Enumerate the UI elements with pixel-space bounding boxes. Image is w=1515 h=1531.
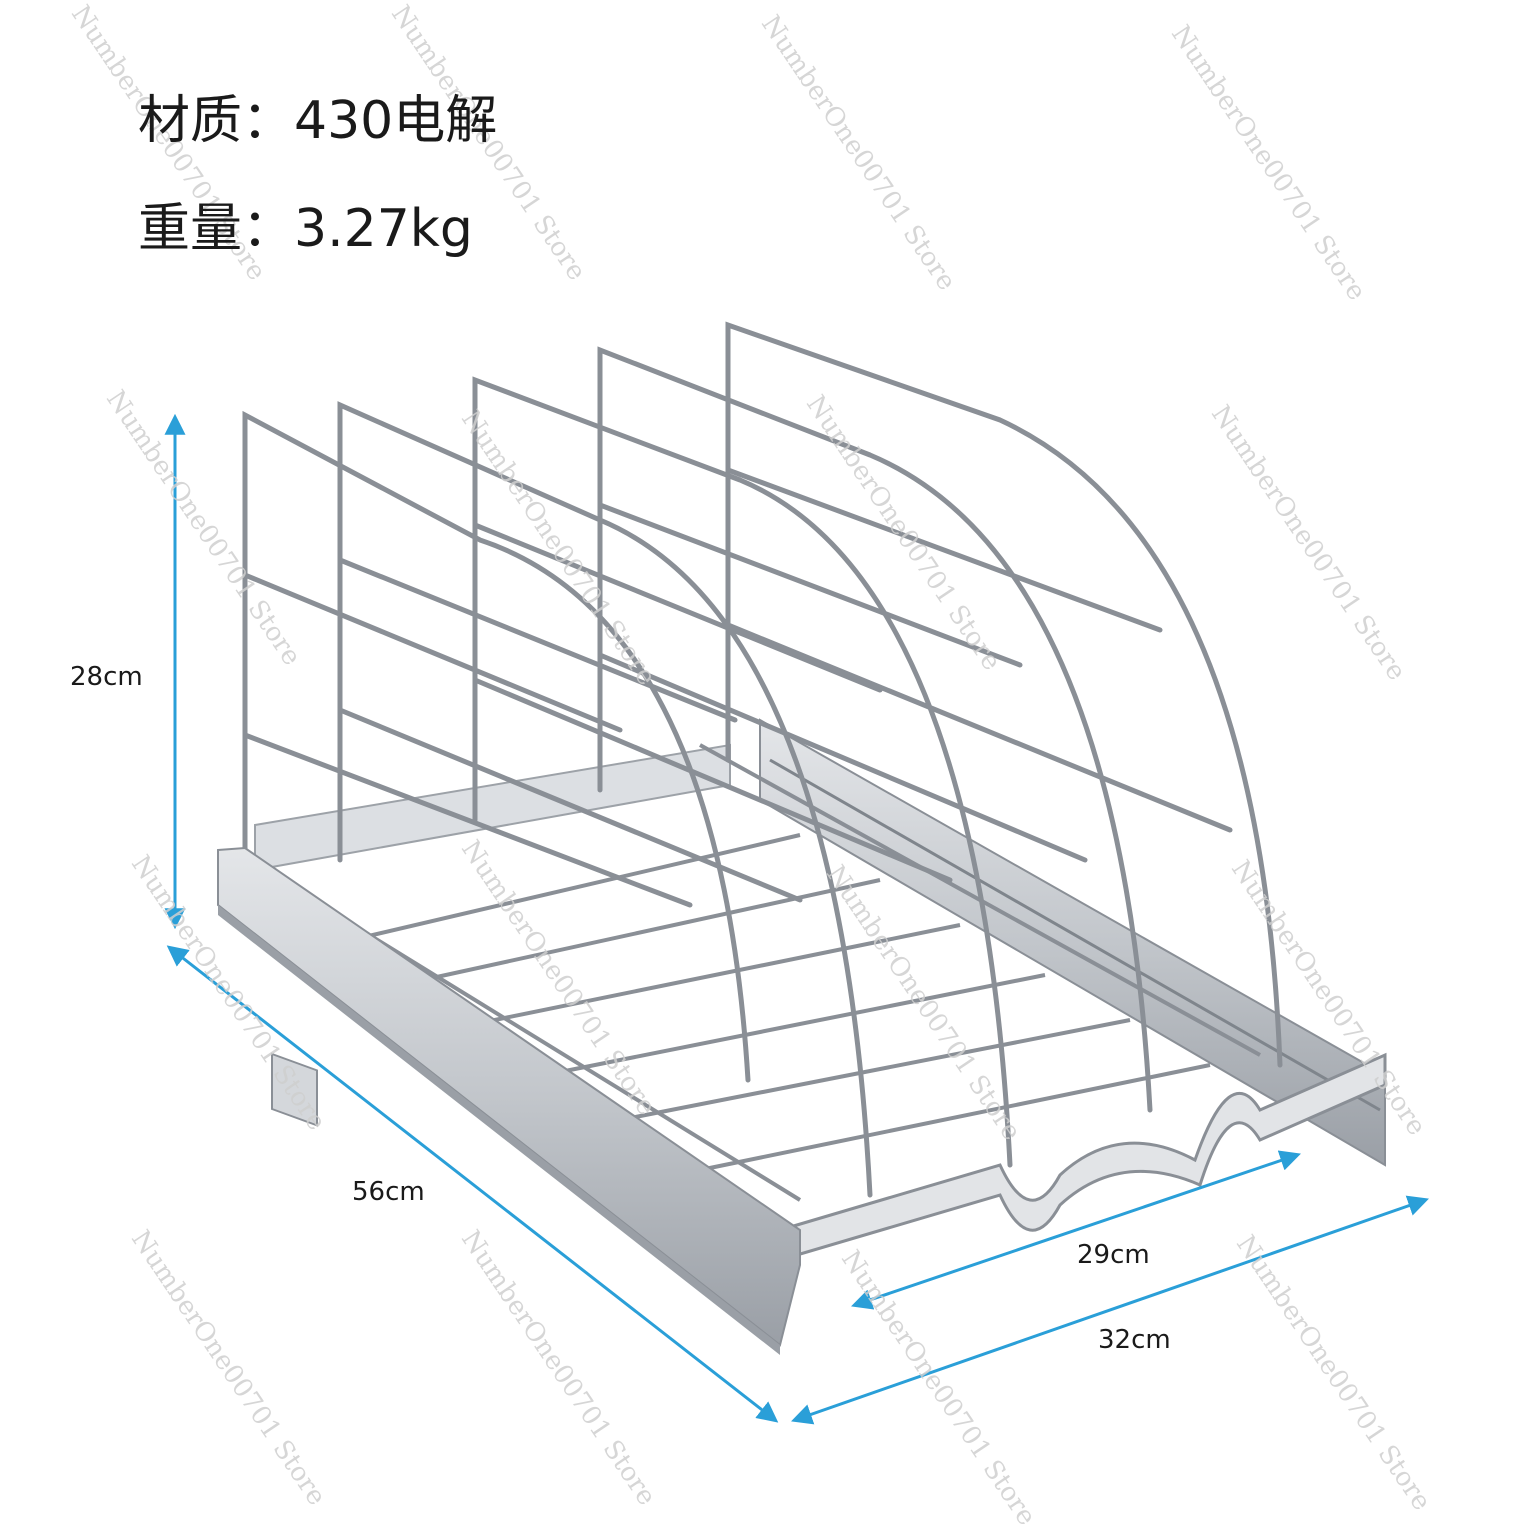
height-label: 28cm — [70, 662, 143, 692]
outer-width-label: 32cm — [1098, 1325, 1171, 1355]
length-label: 56cm — [352, 1177, 425, 1207]
dividers — [242, 321, 1283, 1198]
weight-spec: 重量：3.27kg — [138, 199, 473, 259]
inner-width-label: 29cm — [1077, 1240, 1150, 1270]
material-spec: 材质：430电解 — [138, 91, 498, 151]
dimension-arrows — [164, 413, 1429, 1425]
